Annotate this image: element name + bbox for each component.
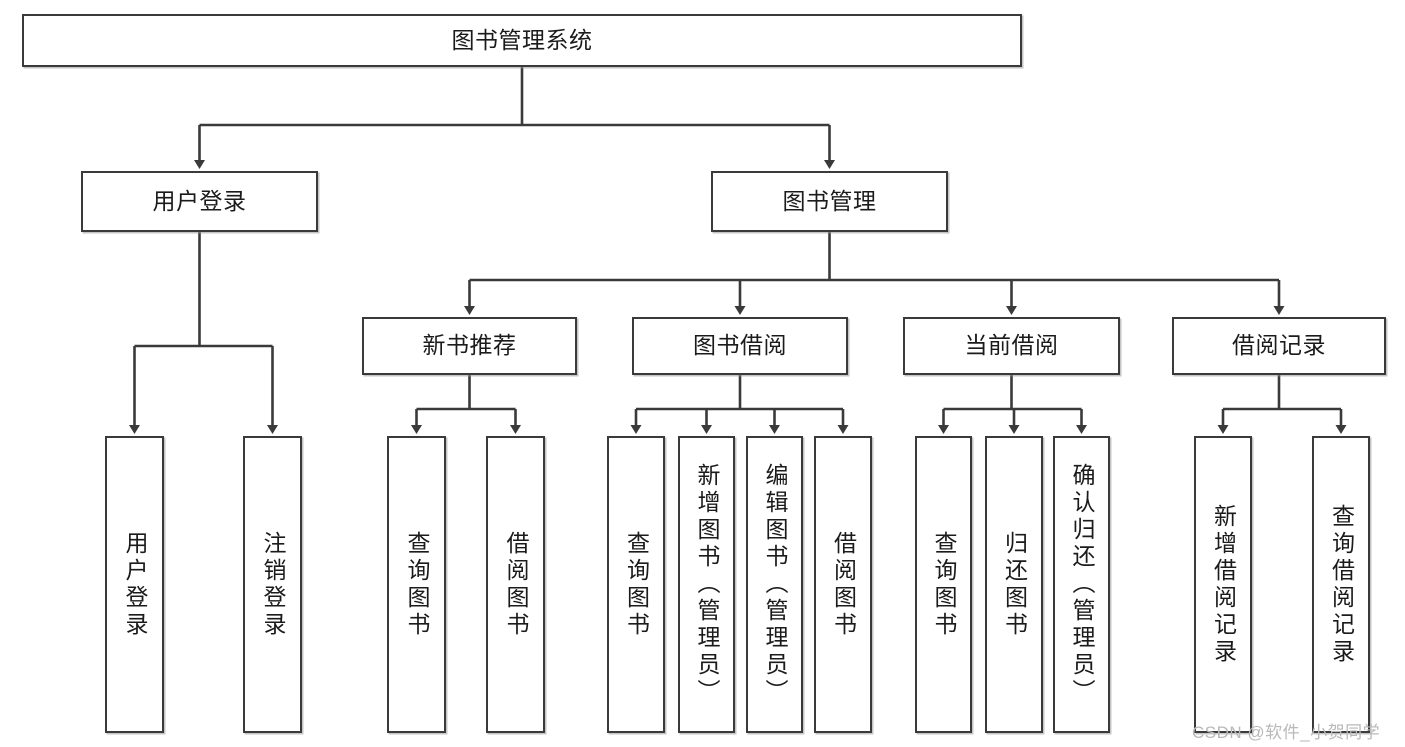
leaf-record-add[interactable]: 新增借阅记录 <box>1194 436 1252 733</box>
leaf-user-login[interactable]: 用户登录 <box>105 436 164 733</box>
leaf-logout[interactable]: 注销登录 <box>243 436 302 733</box>
leaf-current-confirm-return-label: 确认归还（管理员） <box>1069 463 1095 706</box>
leaf-record-query[interactable]: 查询借阅记录 <box>1312 436 1370 733</box>
node-current-borrow-label: 当前借阅 <box>964 332 1059 359</box>
leaf-user-login-label: 用户登录 <box>122 530 148 639</box>
leaf-current-return-book-label: 归还图书 <box>1001 530 1028 639</box>
leaf-current-confirm-return[interactable]: 确认归还（管理员） <box>1053 436 1110 733</box>
leaf-borrow-query-book[interactable]: 查询图书 <box>607 436 665 733</box>
leaf-current-return-book[interactable]: 归还图书 <box>985 436 1043 733</box>
node-root[interactable]: 图书管理系统 <box>22 14 1022 67</box>
node-book-borrow[interactable]: 图书借阅 <box>632 317 848 375</box>
node-user-login[interactable]: 用户登录 <box>81 171 318 232</box>
leaf-recommend-borrow-book-label: 借阅图书 <box>503 530 529 639</box>
watermark: CSDN @软件_小贺同学 <box>1192 723 1381 742</box>
node-new-book-recommend-label: 新书推荐 <box>422 332 517 359</box>
leaf-recommend-query-book[interactable]: 查询图书 <box>387 436 446 733</box>
leaf-current-query-book-label: 查询图书 <box>931 530 957 639</box>
leaf-borrow-borrow-book[interactable]: 借阅图书 <box>814 436 872 733</box>
leaf-borrow-borrow-book-label: 借阅图书 <box>830 530 857 639</box>
leaf-borrow-add-book[interactable]: 新增图书（管理员） <box>678 436 735 733</box>
node-new-book-recommend[interactable]: 新书推荐 <box>362 317 577 375</box>
leaf-recommend-query-book-label: 查询图书 <box>404 530 430 639</box>
leaf-borrow-edit-book-label: 编辑图书（管理员） <box>762 463 788 706</box>
leaf-logout-label: 注销登录 <box>260 530 286 639</box>
node-book-manage-label: 图书管理 <box>782 187 877 214</box>
leaf-current-query-book[interactable]: 查询图书 <box>915 436 972 733</box>
node-user-login-label: 用户登录 <box>152 187 247 214</box>
node-borrow-record-label: 借阅记录 <box>1232 332 1326 359</box>
leaf-borrow-query-book-label: 查询图书 <box>623 530 650 639</box>
node-borrow-record[interactable]: 借阅记录 <box>1172 317 1386 375</box>
node-root-label: 图书管理系统 <box>451 26 593 53</box>
node-book-manage[interactable]: 图书管理 <box>711 171 948 232</box>
node-book-borrow-label: 图书借阅 <box>693 332 787 359</box>
leaf-borrow-add-book-label: 新增图书（管理员） <box>694 463 720 706</box>
leaf-record-add-label: 新增借阅记录 <box>1210 503 1237 666</box>
leaf-recommend-borrow-book[interactable]: 借阅图书 <box>486 436 545 733</box>
node-current-borrow[interactable]: 当前借阅 <box>903 317 1120 375</box>
leaf-borrow-edit-book[interactable]: 编辑图书（管理员） <box>746 436 803 733</box>
leaf-record-query-label: 查询借阅记录 <box>1328 503 1355 666</box>
